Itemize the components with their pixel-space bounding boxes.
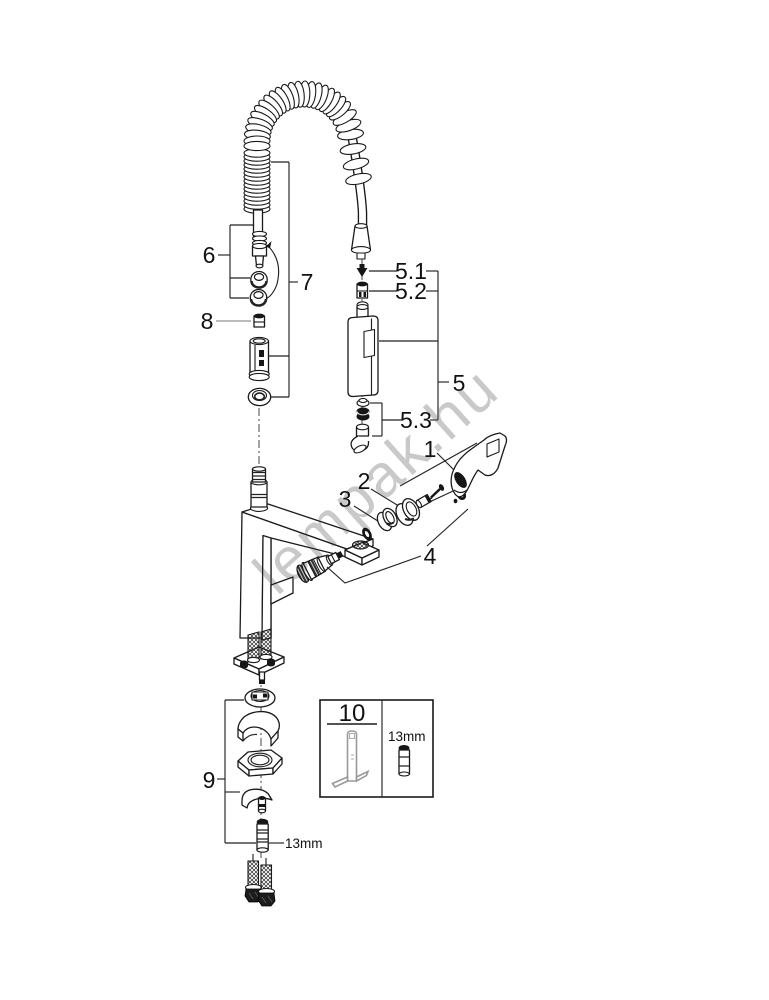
- label-8: 8: [201, 308, 214, 334]
- label-5: 5: [453, 370, 466, 396]
- label-5-3: 5.3: [400, 407, 432, 433]
- hose-coupling: [251, 230, 280, 301]
- retaining-ring: [247, 387, 272, 407]
- o-ring-top: [250, 270, 268, 289]
- spray-body: [347, 301, 379, 398]
- label-9: 9: [203, 767, 216, 793]
- label-tool-13mm: 13mm: [388, 729, 426, 744]
- seal-5-1: [356, 264, 368, 277]
- coil-vertical: [243, 148, 271, 214]
- flow-sleeve: [248, 336, 270, 382]
- hose-nipple: [249, 466, 269, 512]
- label-13mm: 13mm: [285, 836, 323, 851]
- adapter: [415, 493, 432, 509]
- label-3: 3: [339, 486, 352, 512]
- bearing-ring: [376, 507, 398, 532]
- coil-arch: [243, 80, 372, 186]
- handle: [450, 432, 508, 498]
- faucet-body: [233, 503, 380, 684]
- bracket-9: [217, 699, 284, 844]
- claw: [241, 788, 273, 814]
- hex-key-tool: [331, 730, 370, 789]
- dome-ring: [395, 498, 421, 526]
- elbow-5-3: [350, 397, 370, 454]
- mounting-studs: [244, 854, 276, 907]
- wedge: [237, 710, 280, 747]
- label-5-2: 5.2: [395, 278, 427, 304]
- seal-ring-small: [362, 527, 372, 541]
- washer: [244, 688, 276, 708]
- stud-13mm: [256, 818, 269, 853]
- handle-screw: [429, 484, 445, 500]
- valve-5-2: [356, 281, 369, 299]
- label-10: 10: [339, 700, 366, 727]
- bracket-5: [369, 270, 449, 437]
- bracket-6: [218, 224, 253, 299]
- label-6: 6: [203, 242, 216, 268]
- hex-nut: [237, 749, 283, 777]
- check-valve: [253, 313, 266, 328]
- o-ring-bottom: [249, 288, 268, 307]
- tool-box: [319, 699, 434, 798]
- label-2: 2: [358, 468, 371, 494]
- cartridge: [296, 551, 344, 583]
- spray-cone: [350, 223, 372, 260]
- spring-hose: [243, 80, 372, 239]
- label-7: 7: [301, 269, 314, 295]
- label-4: 4: [424, 543, 437, 569]
- socket-13mm: [398, 745, 411, 777]
- label-5-1: 5.1: [395, 258, 427, 284]
- bracket-7: [269, 161, 298, 398]
- label-1: 1: [424, 436, 437, 462]
